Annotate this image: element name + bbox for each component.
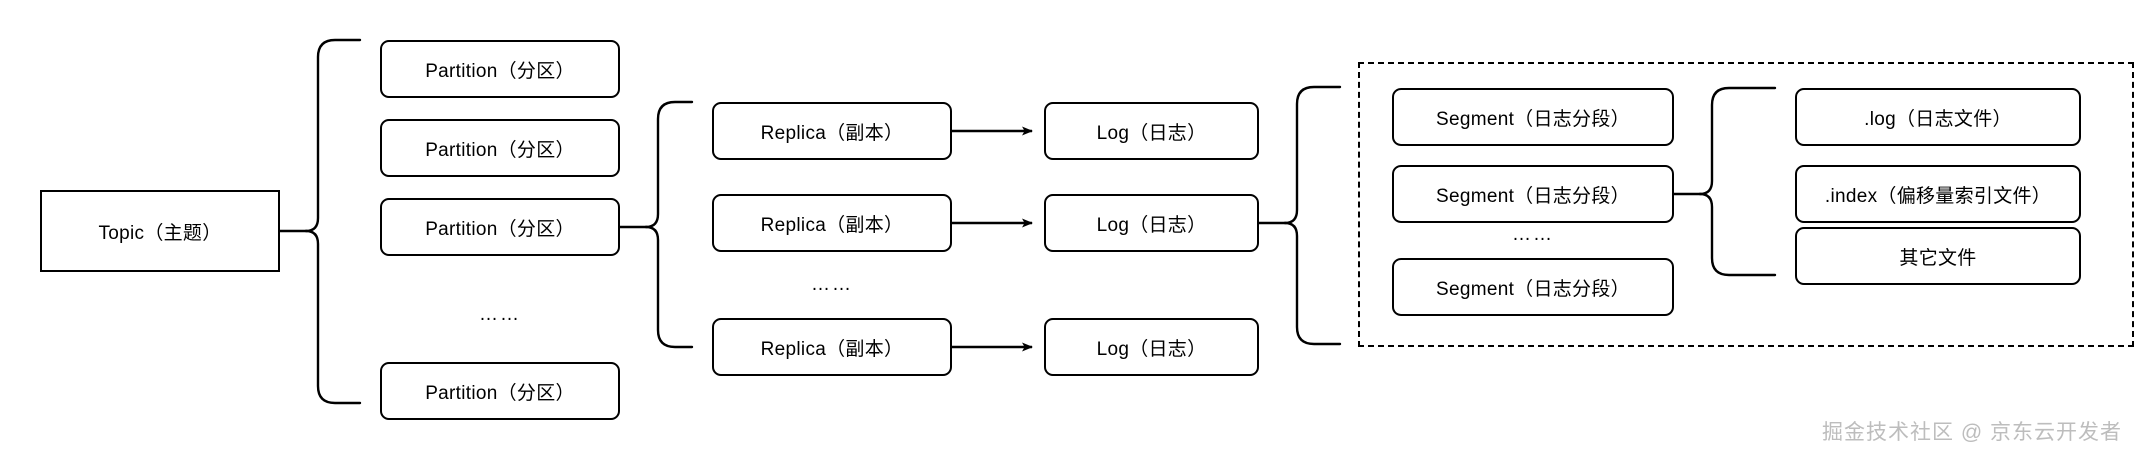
node-file-other[interactable]: 其它文件 [1795,227,2081,285]
node-file-log-label: .log（日志文件） [1864,108,2012,130]
partition-ellipsis: …… [479,304,521,325]
node-log-1-label: Log（日志） [1096,122,1207,144]
node-log-2-label: Log（日志） [1096,214,1207,236]
node-log-3-label: Log（日志） [1096,338,1207,360]
node-partition-2-label: Partition（分区） [425,139,575,161]
node-partition-4-label: Partition（分区） [425,382,575,404]
node-segment-3-label: Segment（日志分段） [1436,278,1630,300]
node-log-2[interactable]: Log（日志） [1044,194,1259,252]
node-segment-1-label: Segment（日志分段） [1436,108,1630,130]
node-segment-3[interactable]: Segment（日志分段） [1392,258,1674,316]
node-replica-3-label: Replica（副本） [760,338,904,360]
connector-segment-to-files [1672,86,1777,277]
node-file-log[interactable]: .log（日志文件） [1795,88,2081,146]
node-topic[interactable]: Topic（主题） [40,190,280,272]
node-partition-4[interactable]: Partition（分区） [380,362,620,420]
node-partition-3-label: Partition（分区） [425,218,575,240]
replica-ellipsis: …… [811,274,853,295]
node-log-3[interactable]: Log（日志） [1044,318,1259,376]
connector-partition-to-replicas [618,100,694,349]
node-file-index[interactable]: .index（偏移量索引文件） [1795,165,2081,223]
node-replica-1-label: Replica（副本） [760,122,904,144]
node-log-1[interactable]: Log（日志） [1044,102,1259,160]
connector-topic-to-partitions [278,38,362,405]
segment-ellipsis: …… [1512,224,1554,245]
node-segment-2[interactable]: Segment（日志分段） [1392,165,1674,223]
node-partition-1[interactable]: Partition（分区） [380,40,620,98]
node-file-index-label: .index（偏移量索引文件） [1824,185,2052,207]
node-replica-2[interactable]: Replica（副本） [712,194,952,252]
node-segment-1[interactable]: Segment（日志分段） [1392,88,1674,146]
node-replica-2-label: Replica（副本） [760,214,904,236]
node-partition-3[interactable]: Partition（分区） [380,198,620,256]
connector-replica-log-arrows [952,126,1033,352]
node-replica-3[interactable]: Replica（副本） [712,318,952,376]
node-segment-2-label: Segment（日志分段） [1436,185,1630,207]
watermark-text: 掘金技术社区 @ 京东云开发者 [1822,421,2122,444]
connector-log-to-segments [1257,85,1342,346]
node-partition-1-label: Partition（分区） [425,60,575,82]
node-partition-2[interactable]: Partition（分区） [380,119,620,177]
node-topic-label: Topic（主题） [98,222,222,244]
node-replica-1[interactable]: Replica（副本） [712,102,952,160]
node-file-other-label: 其它文件 [1899,247,1977,269]
